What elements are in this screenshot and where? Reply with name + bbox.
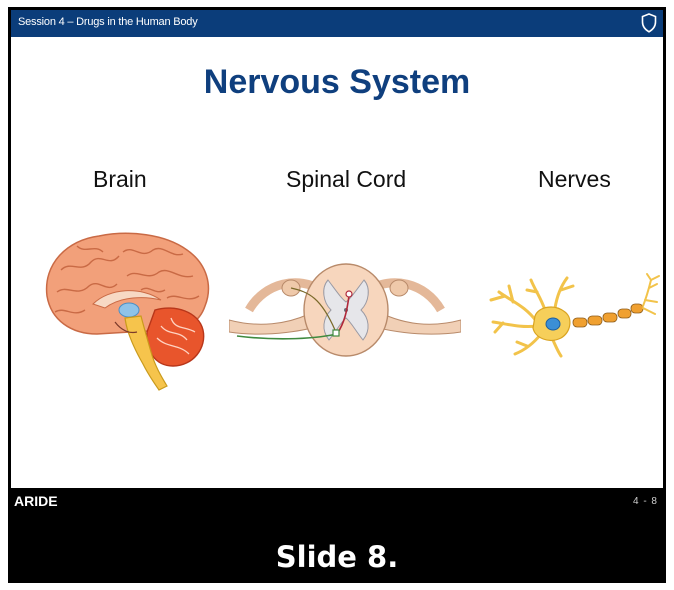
footer-brand: ARIDE	[14, 493, 58, 509]
session-title: Session 4 – Drugs in the Human Body	[18, 16, 198, 28]
slide: Session 4 – Drugs in the Human Body Nerv…	[11, 10, 663, 488]
shield-icon	[641, 13, 657, 33]
neuron-illustration	[485, 266, 661, 358]
nerves-label: Nerves	[538, 166, 611, 193]
page-number: 4 - 8	[633, 496, 658, 507]
brain-illustration	[37, 226, 217, 394]
brain-label: Brain	[93, 166, 147, 193]
slide-title: Nervous System	[11, 63, 663, 102]
slide-caption: Slide 8.	[0, 540, 674, 574]
spinal-cord-illustration	[229, 258, 461, 362]
spinal-cord-label: Spinal Cord	[286, 166, 406, 193]
header-bar: Session 4 – Drugs in the Human Body	[11, 10, 663, 37]
